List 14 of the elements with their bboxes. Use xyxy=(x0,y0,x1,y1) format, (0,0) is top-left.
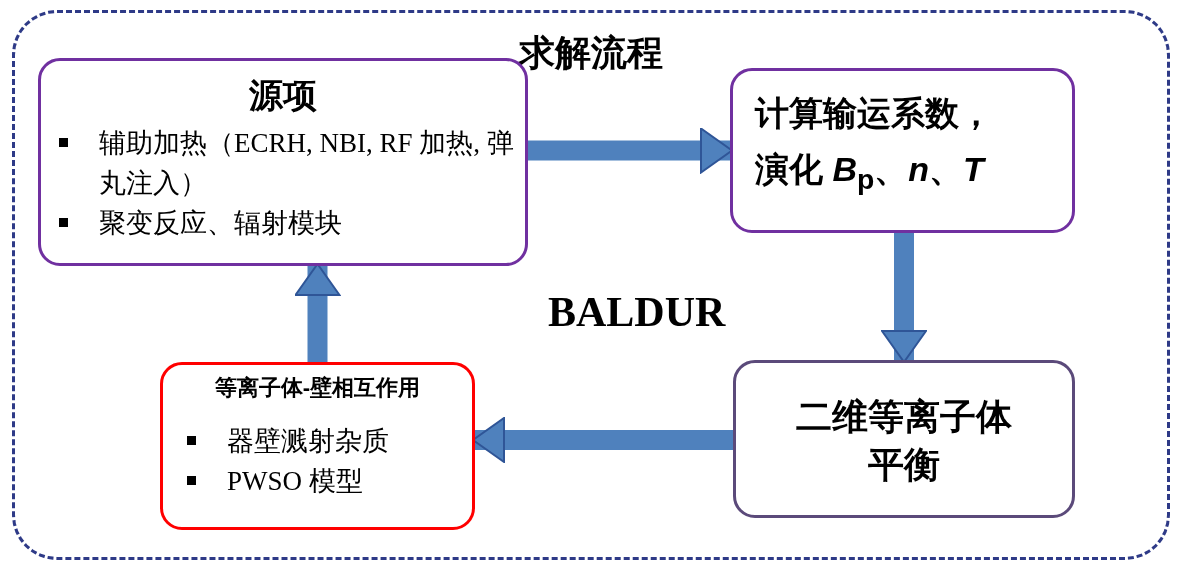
process-box xyxy=(730,68,1075,233)
box-heading: 源项 xyxy=(248,75,318,115)
box-heading: 等离子体-壁相互作用 xyxy=(213,374,422,402)
code-name-label: BALDUR xyxy=(548,288,726,336)
bullet-item: PWSO 模型 xyxy=(169,461,472,501)
bullet-item: 器壁溅射杂质 xyxy=(169,421,472,461)
bullet-item: 聚变反应、辐射模块 xyxy=(41,203,515,243)
frame-heading: 求解流程 xyxy=(517,33,664,73)
box-text: 二维等离子体平衡 xyxy=(796,395,1012,487)
dashed-frame xyxy=(12,10,1170,560)
box-text: 计算输运系数，演化 B$_{p}$、n、T xyxy=(755,93,994,197)
process-box xyxy=(160,362,475,530)
process-box xyxy=(733,360,1075,518)
bullet-item: 辅助加热（ECRH, NBI, RF 加热, 弹丸注入） xyxy=(41,123,515,203)
